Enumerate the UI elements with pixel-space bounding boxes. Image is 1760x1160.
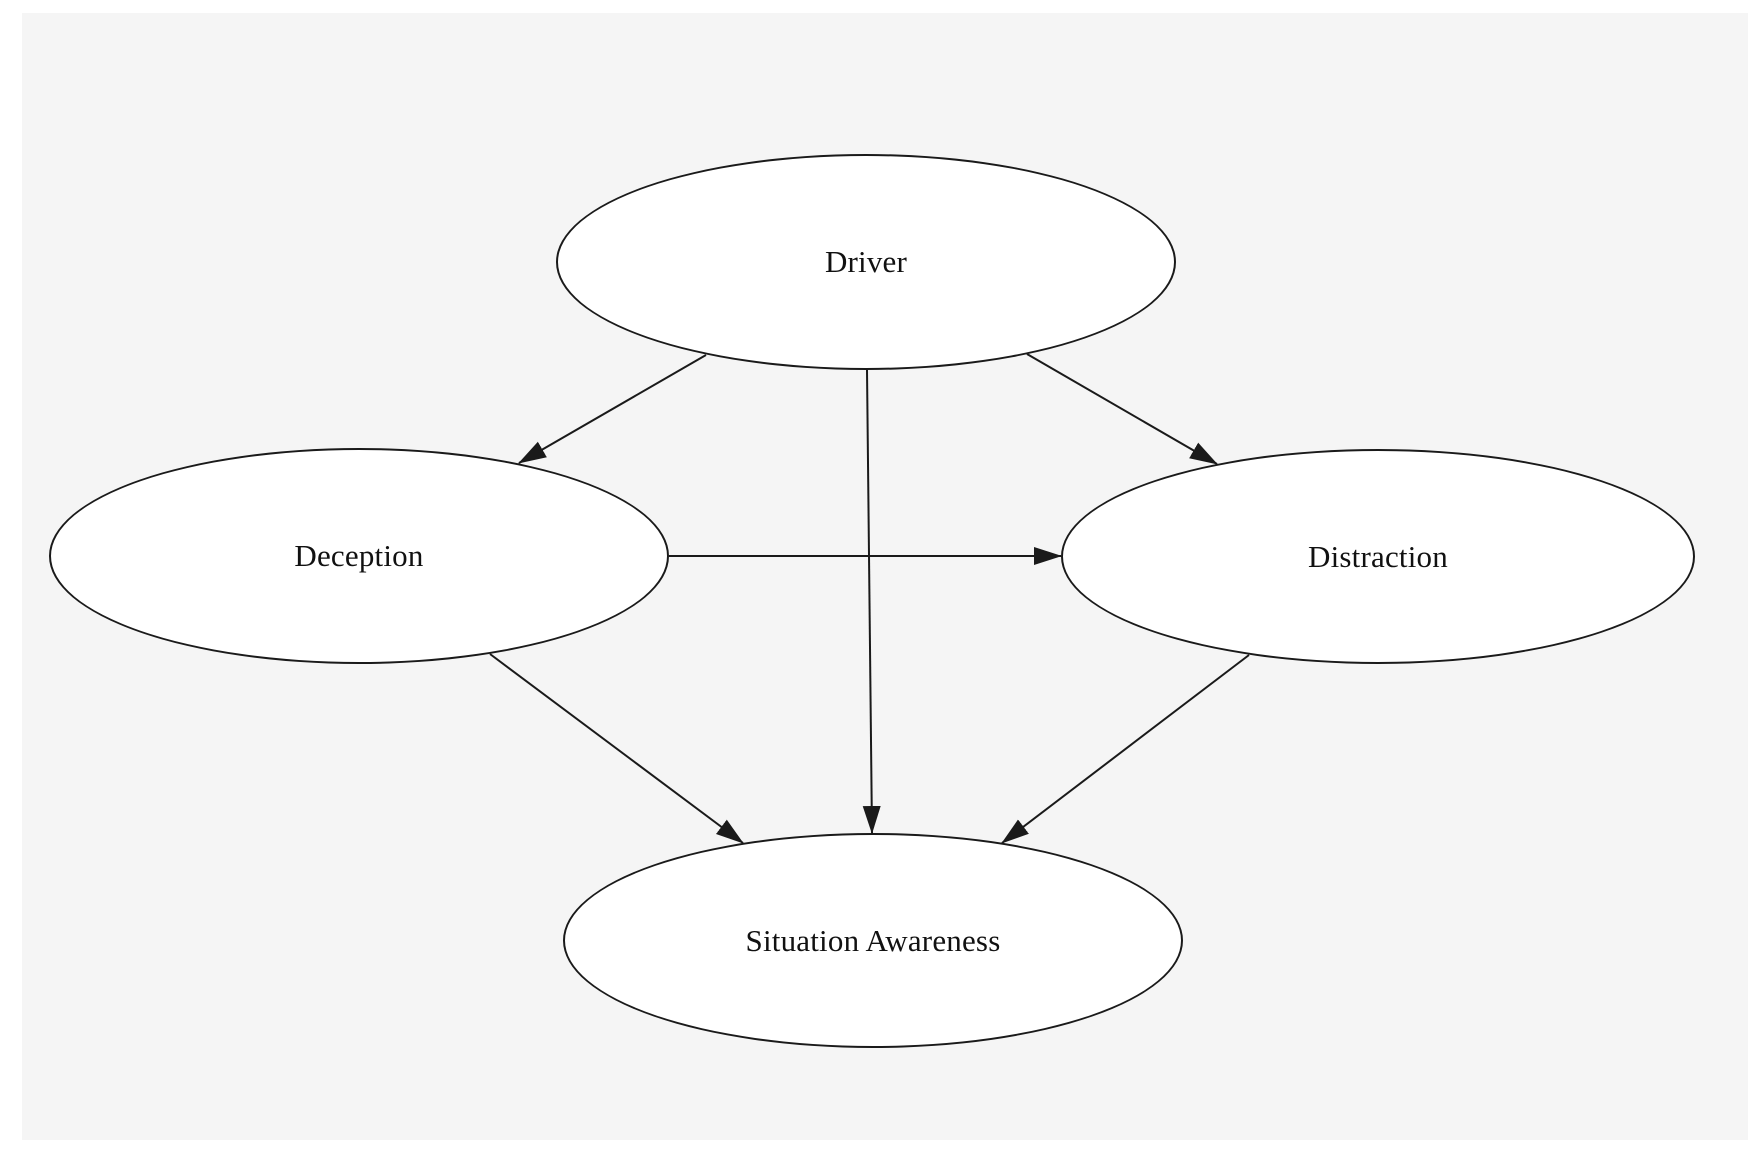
edge-driver-situation: [862, 369, 881, 834]
edge-driver-distraction: [1026, 353, 1218, 465]
edge-deception-situation: [489, 653, 744, 844]
node-distraction-label: Distraction: [1308, 538, 1448, 574]
node-deception: Deception: [49, 448, 669, 664]
node-deception-label: Deception: [294, 538, 424, 573]
node-situation-awareness-label: Situation Awareness: [745, 922, 1001, 958]
node-driver: Driver: [556, 154, 1176, 370]
edge-driver-deception: [518, 354, 707, 464]
edge-distraction-situation: [1001, 654, 1250, 844]
node-distraction: Distraction: [1061, 449, 1695, 664]
node-situation-awareness: Situation Awareness: [563, 833, 1183, 1048]
node-driver-label: Driver: [824, 244, 908, 279]
